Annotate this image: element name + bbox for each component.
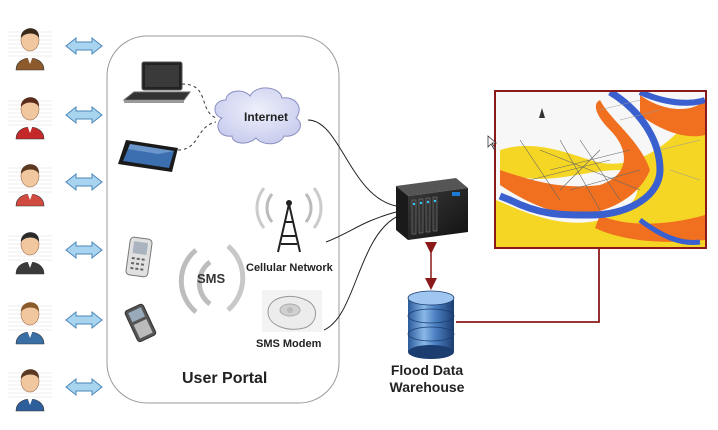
user-dark-suit-avatar-icon (8, 232, 52, 275)
user-portal-label: User Portal (182, 370, 268, 387)
db-map-link (456, 249, 600, 323)
warehouse-label-line1: Flood Data (390, 362, 464, 378)
double-arrow-icon (65, 36, 103, 56)
double-arrow-icon (65, 240, 103, 260)
user-red-sweater-avatar-icon (8, 164, 52, 207)
laptop-cloud-link (181, 83, 217, 119)
server-icon (396, 178, 468, 240)
cell-tower-icon (255, 187, 323, 253)
double-arrow-icon (65, 310, 103, 330)
double-arrow-icon (65, 377, 103, 397)
cellular-network-label: Cellular Network (246, 262, 333, 274)
internet-cloud-icon (214, 87, 301, 145)
tablet-icon (118, 140, 178, 172)
user-woman-avatar-icon (8, 97, 52, 140)
laptop-icon (122, 61, 191, 103)
double-arrow-icon (65, 105, 103, 125)
mobile-phone-icon (124, 303, 157, 343)
tablet-cloud-link (177, 121, 217, 151)
phone-icon (125, 236, 153, 278)
user-businessman-avatar-icon (8, 28, 52, 71)
sms-modem-label: SMS Modem (256, 338, 322, 350)
flood-map-image (494, 90, 707, 249)
modem-server-link (323, 215, 399, 331)
database-icon (407, 290, 455, 359)
users-column (8, 28, 52, 412)
mouse-cursor-icon (487, 135, 498, 150)
sms-modem-icon (262, 290, 322, 332)
sms-waves-icon (178, 244, 246, 314)
user-blue-sweater-avatar-icon (8, 369, 52, 412)
internet-label: Internet (244, 110, 289, 124)
flood-data-warehouse-label: Flood Data Warehouse (374, 362, 480, 396)
warehouse-label-line2: Warehouse (389, 379, 465, 395)
double-arrow-icon (65, 172, 103, 192)
sms-label: SMS (197, 271, 226, 286)
double-arrows (65, 36, 103, 397)
user-blue-shirt-avatar-icon (8, 302, 52, 345)
cellular-server-link (325, 211, 397, 243)
internet-server-link (307, 119, 397, 207)
